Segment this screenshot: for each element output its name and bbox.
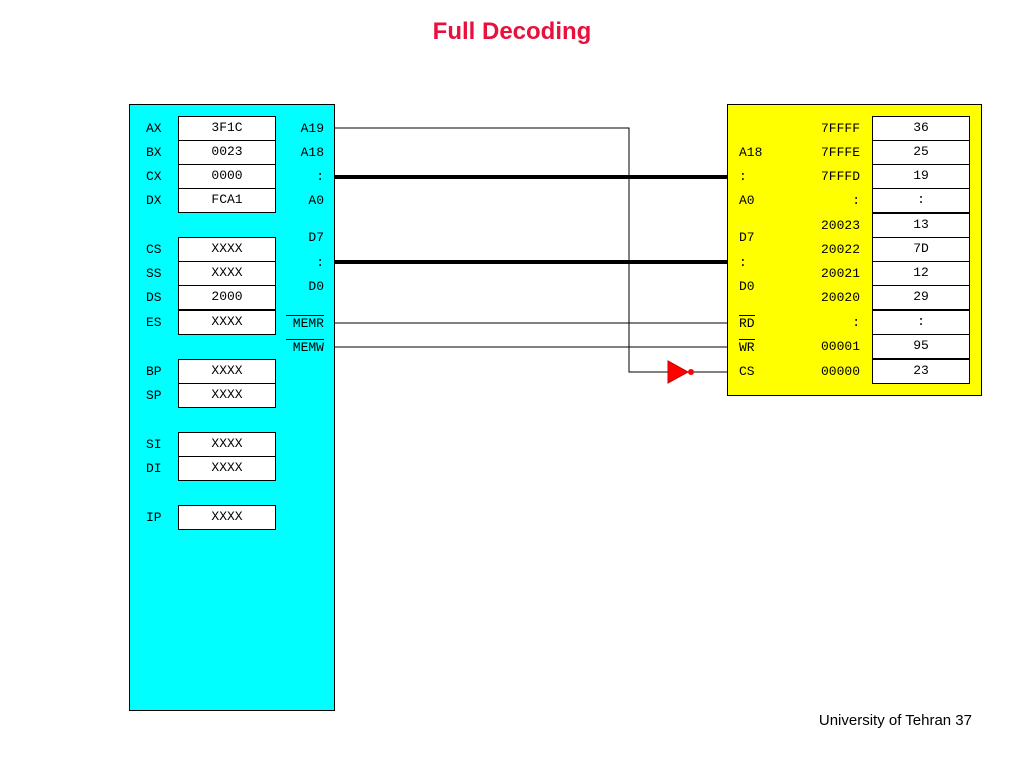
register-label-si: SI bbox=[146, 437, 162, 452]
memory-pin-rd: RD bbox=[739, 315, 755, 331]
memory-address: 20021 bbox=[820, 266, 860, 281]
cpu-pin-d0: D0 bbox=[308, 279, 324, 294]
cpu-pin-a18: A18 bbox=[300, 145, 324, 160]
register-label-ip: IP bbox=[146, 510, 162, 525]
register-label-ss: SS bbox=[146, 266, 162, 281]
cpu-pin-data-ellipsis: : bbox=[316, 255, 324, 270]
memory-pin-d0: D0 bbox=[739, 279, 755, 294]
register-label-cs: CS bbox=[146, 242, 162, 257]
register-value-es: XXXX bbox=[178, 310, 276, 335]
memory-pin-d7: D7 bbox=[739, 230, 755, 245]
inverter-triangle bbox=[667, 360, 690, 384]
memory-pin-address-ellipsis: : bbox=[739, 169, 747, 184]
register-value-ds: 2000 bbox=[178, 285, 276, 310]
memory-address: 00000 bbox=[820, 364, 860, 379]
memory-value: : bbox=[872, 310, 970, 335]
register-label-bx: BX bbox=[146, 145, 162, 160]
memory-value: 36 bbox=[872, 116, 970, 141]
register-value-bp: XXXX bbox=[178, 359, 276, 384]
register-value-cs: XXXX bbox=[178, 237, 276, 262]
register-label-ds: DS bbox=[146, 290, 162, 305]
register-value-sp: XXXX bbox=[178, 383, 276, 408]
register-label-sp: SP bbox=[146, 388, 162, 403]
cpu-pin-d7: D7 bbox=[308, 230, 324, 245]
memory-address: 7FFFE bbox=[820, 145, 860, 160]
register-value-ss: XXXX bbox=[178, 261, 276, 286]
register-label-di: DI bbox=[146, 461, 162, 476]
cpu-pin-a19: A19 bbox=[300, 121, 324, 136]
register-value-bx: 0023 bbox=[178, 140, 276, 165]
memory-address: : bbox=[852, 315, 860, 330]
memory-value: 23 bbox=[872, 359, 970, 384]
memory-value: 7D bbox=[872, 237, 970, 262]
memory-address: : bbox=[852, 193, 860, 208]
memory-pin-wr: WR bbox=[739, 339, 755, 355]
register-label-bp: BP bbox=[146, 364, 162, 379]
page-title: Full Decoding bbox=[432, 18, 592, 45]
memory-value: 95 bbox=[872, 334, 970, 359]
cpu-pin-a0: A0 bbox=[308, 193, 324, 208]
register-label-es: ES bbox=[146, 315, 162, 330]
memory-pin-data-ellipsis: : bbox=[739, 255, 747, 270]
register-label-ax: AX bbox=[146, 121, 162, 136]
register-value-ip: XXXX bbox=[178, 505, 276, 530]
register-label-cx: CX bbox=[146, 169, 162, 184]
register-value-di: XXXX bbox=[178, 456, 276, 481]
memory-value: 29 bbox=[872, 285, 970, 310]
register-value-cx: 0000 bbox=[178, 164, 276, 189]
register-value-si: XXXX bbox=[178, 432, 276, 457]
memory-address: 20020 bbox=[820, 290, 860, 305]
cpu-pin-memw: MEMW bbox=[286, 339, 324, 355]
footer-text: University of Tehran 37 bbox=[818, 712, 972, 729]
inverter-bubble bbox=[688, 369, 694, 375]
memory-address: 7FFFF bbox=[820, 121, 860, 136]
memory-pin-a18: A18 bbox=[739, 145, 763, 160]
memory-address: 20022 bbox=[820, 242, 860, 257]
cpu-pin-address-ellipsis: : bbox=[316, 169, 324, 184]
memory-address: 7FFFD bbox=[820, 169, 860, 184]
a19-to-cs-wire bbox=[335, 127, 668, 373]
memory-address: 00001 bbox=[820, 339, 860, 354]
memory-pin-a0: A0 bbox=[739, 193, 755, 208]
memory-value: : bbox=[872, 188, 970, 213]
memory-address: 20023 bbox=[820, 218, 860, 233]
register-label-dx: DX bbox=[146, 193, 162, 208]
cpu-pin-memr: MEMR bbox=[286, 315, 324, 331]
memory-pin-cs: CS bbox=[739, 364, 755, 379]
register-value-dx: FCA1 bbox=[178, 188, 276, 213]
